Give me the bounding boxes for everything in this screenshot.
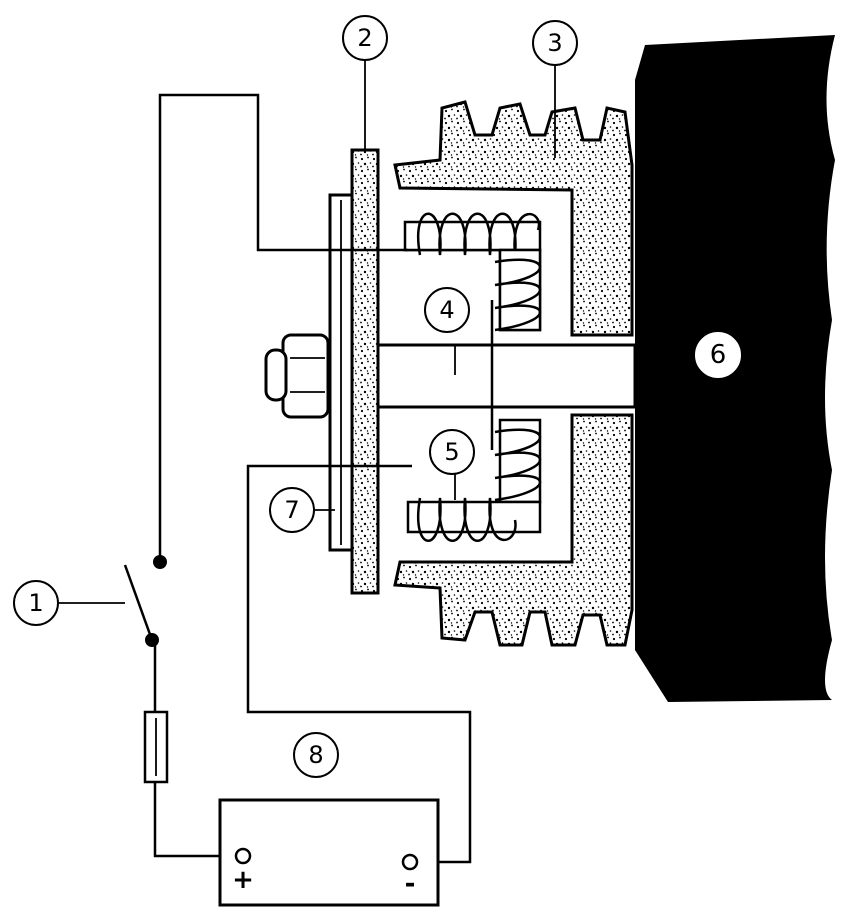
battery-positive-symbol: + [232, 865, 254, 895]
nut [281, 333, 330, 419]
callout-2-label: 2 [357, 24, 372, 52]
battery-negative-symbol: - [405, 869, 416, 899]
battery-terminal-negative [401, 853, 419, 871]
nut-cap [264, 348, 288, 402]
lower-coil [406, 418, 542, 542]
callout-6-label: 6 [710, 340, 727, 370]
switch-lever [123, 564, 154, 641]
wire-coil-to-battery [246, 464, 472, 864]
callout-3 [532, 20, 578, 66]
callout-6 [695, 332, 741, 378]
callout-5-label: 5 [444, 438, 459, 466]
wire-switch-to-coil [158, 93, 408, 562]
wire-switch-to-fuse [152, 638, 157, 712]
upper-coil [403, 212, 542, 332]
battery [218, 798, 440, 907]
callout-5 [429, 429, 475, 475]
callout-8 [293, 732, 339, 778]
callout-2 [342, 15, 388, 61]
callout-1-label: 1 [28, 589, 43, 617]
shaft [328, 343, 637, 409]
battery-terminal-positive [234, 847, 252, 865]
callout-4-label: 4 [439, 296, 454, 324]
armature-plate [350, 148, 380, 595]
switch-contact-top [153, 555, 167, 569]
callout-4 [424, 287, 470, 333]
callout-1 [13, 580, 59, 626]
callout-8-label: 8 [308, 741, 323, 769]
callout-7 [269, 487, 315, 533]
pulley-housing-upper [393, 100, 634, 337]
callout-3-label: 3 [547, 29, 562, 57]
wire-fuse-to-battery [153, 782, 238, 858]
pulley-housing-lower [393, 413, 634, 647]
callout-7-label: 7 [284, 496, 299, 524]
